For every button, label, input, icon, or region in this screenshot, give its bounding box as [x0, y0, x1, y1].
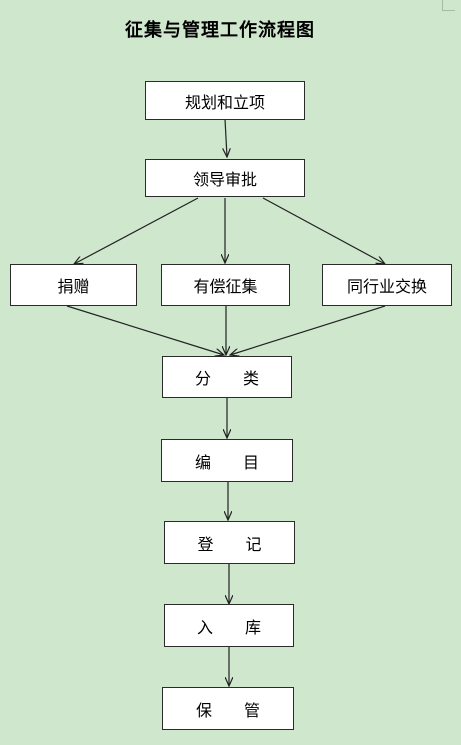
arrow-planning-approval	[225, 118, 227, 157]
node-classify: 分 类	[162, 356, 292, 398]
page-corner-mark	[442, 0, 455, 11]
arrow-approval-donation	[74, 197, 199, 264]
node-approval: 领导审批	[145, 159, 305, 197]
arrow-approval-peer-exchange	[262, 197, 385, 264]
node-paid-collection: 有偿征集	[161, 264, 290, 306]
node-catalog: 编 目	[161, 439, 293, 482]
arrow-peer-exchange-classify	[230, 305, 386, 355]
node-planning: 规划和立项	[145, 81, 305, 120]
node-warehouse: 入 库	[164, 604, 294, 647]
diagram-title: 征集与管理工作流程图	[125, 20, 315, 41]
node-register: 登 记	[164, 521, 295, 564]
node-donation: 捐赠	[10, 264, 137, 306]
arrow-donation-classify	[66, 305, 224, 355]
node-custody: 保 管	[162, 687, 294, 730]
node-peer-exchange: 同行业交换	[322, 264, 452, 306]
